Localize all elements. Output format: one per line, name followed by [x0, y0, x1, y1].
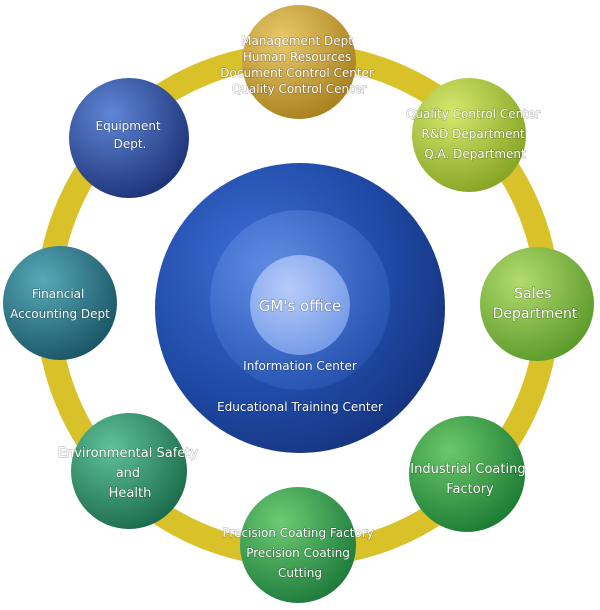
- node-management-line-3: Document Control Center: [220, 66, 374, 80]
- node-sales[interactable]: Sales Department: [480, 247, 594, 361]
- node-environmental-circle: [71, 413, 187, 529]
- node-equipment-circle: [69, 78, 189, 198]
- node-quality-line-3: Q.A. Department: [424, 147, 526, 161]
- node-quality-line-1: Quality Control Center: [406, 107, 540, 121]
- node-management-line-1: Management Dept: [241, 34, 353, 48]
- svg-text:Equipment Dept.: Equipment Dept.: [96, 119, 165, 151]
- node-precision-line-3: Cutting: [278, 566, 322, 580]
- node-environmental[interactable]: Environmental Safety and Health: [57, 413, 202, 529]
- node-industrial[interactable]: Industrial Coating Factory: [409, 416, 530, 532]
- node-quality-line-2: R&D Department: [421, 127, 525, 141]
- node-financial-line-1: Financial: [32, 287, 85, 301]
- node-precision[interactable]: Precision Coating Factory Precision Coat…: [222, 487, 377, 603]
- svg-text:Environmental Safety and: Environmental Safety and Health: [58, 446, 202, 501]
- center-group: GM's office Information Center Education…: [155, 163, 445, 453]
- center-outer-label: Educational Training Center: [217, 400, 383, 414]
- node-environmental-line-3: Health: [109, 486, 152, 501]
- svg-text:Precision Coating Factory: Precision Coating Factory Precision Coat…: [222, 526, 377, 580]
- node-financial[interactable]: Financial Accounting Dept: [3, 246, 117, 360]
- node-equipment-line-2: Dept.: [114, 137, 147, 151]
- node-equipment-line-1: Equipment: [96, 119, 161, 133]
- node-management-circle: [242, 5, 356, 119]
- node-financial-circle: [3, 246, 117, 360]
- center-core-label: GM's office: [259, 297, 341, 315]
- node-industrial-line-1: Industrial Coating: [410, 462, 525, 477]
- node-equipment[interactable]: Equipment Dept.: [69, 78, 189, 198]
- node-industrial-line-2: Factory: [446, 482, 494, 497]
- node-quality-circle: [412, 78, 526, 192]
- node-industrial-circle: [409, 416, 525, 532]
- svg-text:Quality Control Center R: Quality Control Center R&D Department Q.…: [406, 107, 544, 161]
- svg-text:Management Dept Human Re: Management Dept Human Resources Document…: [220, 34, 377, 96]
- node-sales-line-2: Department: [493, 306, 578, 322]
- node-environmental-line-2: and: [116, 466, 140, 481]
- node-quality[interactable]: Quality Control Center R&D Department Q.…: [405, 78, 544, 192]
- node-management-line-2: Human Resources: [243, 50, 351, 64]
- node-environmental-line-1: Environmental Safety: [58, 446, 199, 461]
- svg-text:Sales Department: Sales Department: [493, 286, 578, 322]
- node-sales-line-1: Sales: [514, 286, 551, 302]
- node-sales-circle: [480, 247, 594, 361]
- node-precision-line-1: Precision Coating Factory: [222, 526, 373, 540]
- node-financial-line-2: Accounting Dept: [10, 307, 110, 321]
- svg-text:Financial Accounting Dep: Financial Accounting Dept: [10, 287, 110, 321]
- node-management-line-4: Quality Control Center: [232, 82, 366, 96]
- center-core-circle: [250, 255, 350, 355]
- center-middle-label: Information Center: [243, 359, 357, 373]
- node-management[interactable]: Management Dept Human Resources Document…: [220, 5, 377, 119]
- node-precision-circle: [240, 487, 356, 603]
- node-precision-line-2: Precision Coating: [246, 546, 350, 560]
- svg-text:Industrial Coating Facto: Industrial Coating Factory: [410, 462, 529, 497]
